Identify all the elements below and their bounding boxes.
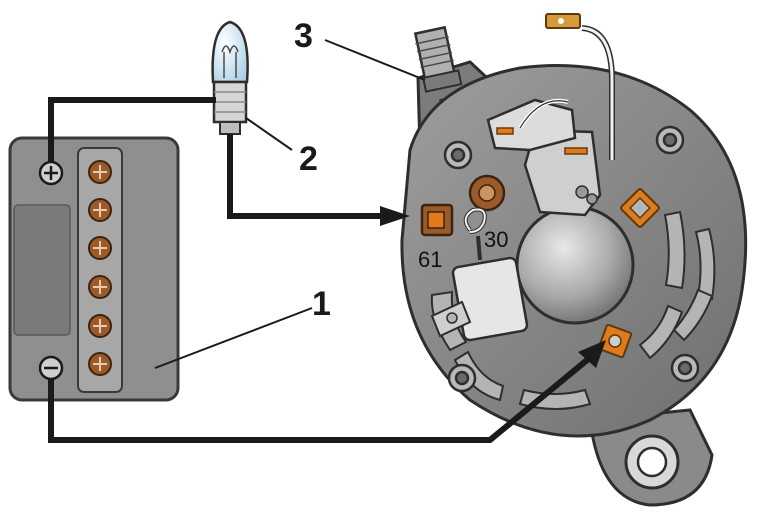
leader-lamp: [245, 117, 293, 151]
ground-terminal: [597, 323, 633, 359]
cell-cap: [88, 352, 112, 376]
callout-lamp: 2: [299, 140, 318, 178]
output-stud: [413, 25, 463, 93]
leader-alternator: [324, 39, 426, 81]
battery-side-panel: [13, 204, 71, 336]
capacitor: [430, 256, 529, 342]
leader-lines: [154, 39, 426, 369]
callout-battery: 1: [312, 285, 331, 323]
callout-alternator: 3: [294, 17, 313, 55]
plus-icon: [38, 160, 64, 186]
indicator-lamp: [211, 20, 249, 135]
minus-icon: [38, 355, 64, 381]
cell-cap: [88, 314, 112, 338]
cell-cap: [88, 160, 112, 184]
terminal-61-connector: [420, 203, 454, 237]
arrow-to-terminal-61: [380, 206, 410, 226]
wire-battery-negative-to-ground: [48, 353, 594, 443]
bolt: [447, 363, 477, 393]
cooling-slots: [430, 210, 716, 410]
bolt: [670, 353, 700, 383]
arrow-to-ground-terminal: [578, 340, 606, 368]
terminal-label-61: 61: [418, 247, 442, 272]
rotor-boss: [515, 205, 635, 325]
orange-terminal: [620, 188, 660, 228]
bolt: [443, 140, 473, 170]
wires: [48, 97, 594, 443]
bolt: [655, 125, 685, 155]
wire-lamp-to-terminal-61: [227, 134, 388, 219]
cell-cap: [88, 198, 112, 222]
brush-holder: [486, 98, 577, 152]
cell-cap: [88, 275, 112, 299]
battery-cell-caps: [88, 160, 112, 376]
wire-battery-positive-to-lamp: [48, 97, 216, 162]
cell-cap: [88, 236, 112, 260]
terminal-30-stud: [468, 174, 506, 212]
terminal-label-30: 30: [484, 227, 508, 252]
alternator: [400, 13, 748, 507]
leader-battery: [154, 307, 313, 369]
housing-bolts: [443, 125, 700, 393]
battery: [8, 136, 180, 402]
